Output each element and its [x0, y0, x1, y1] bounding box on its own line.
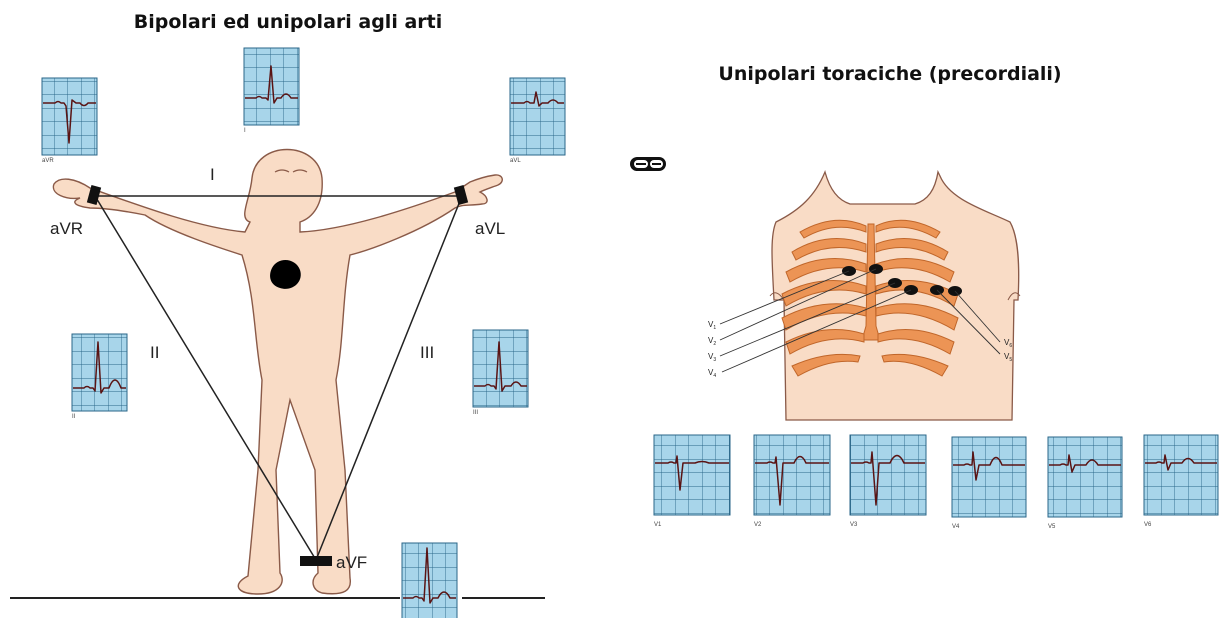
- label-lead-I: I: [210, 165, 215, 184]
- strip-caption-V3: V3: [850, 522, 858, 528]
- label-V2: V2: [708, 336, 716, 347]
- strip-caption-V2: V2: [754, 522, 762, 528]
- label-V1: V1: [708, 320, 716, 331]
- label-V4: V4: [708, 368, 716, 379]
- strip-caption-V4: V4: [952, 524, 960, 530]
- strip-caption-I: I: [244, 128, 246, 134]
- strip-caption-III: III: [473, 410, 478, 416]
- heart-marker: [270, 260, 301, 289]
- label-aVR: aVR: [50, 219, 83, 238]
- ecg-strip-aVR: aVR: [42, 78, 97, 164]
- strip-caption-II: II: [72, 414, 76, 420]
- strip-caption-aVL: aVL: [510, 158, 521, 164]
- strip-caption-V5: V5: [1048, 524, 1056, 530]
- label-aVL: aVL: [475, 219, 505, 238]
- strip-caption-aVR: aVR: [42, 158, 54, 164]
- label-V3: V3: [708, 352, 716, 363]
- ecg-strip-V3: V3: [850, 435, 926, 528]
- right-title: Unipolari toraciche (precordiali): [718, 63, 1061, 85]
- strip-caption-V1: V1: [654, 522, 662, 528]
- ecg-strip-III: III: [473, 330, 528, 416]
- strip-caption-V6: V6: [1144, 522, 1152, 528]
- ecg-strip-V6: V6: [1144, 435, 1218, 528]
- ecg-strip-I: I: [244, 48, 299, 134]
- ecg-strip-V2: V2: [754, 435, 830, 528]
- ecg-strip-V1: V1: [654, 435, 730, 528]
- left-title: Bipolari ed unipolari agli arti: [134, 11, 442, 33]
- label-aVF: aVF: [336, 553, 367, 572]
- ecg-strip-V5: V5: [1048, 437, 1122, 530]
- ecg-strip-aVF: [402, 543, 457, 618]
- ecg-strip-II: II: [72, 334, 127, 420]
- publisher-logo-icon: [630, 157, 666, 171]
- aVF-electrode: [300, 556, 332, 566]
- ecg-strip-V4: V4: [952, 437, 1026, 530]
- label-lead-II: II: [150, 343, 159, 362]
- label-lead-III: III: [420, 343, 434, 362]
- ecg-strip-aVL: aVL: [510, 78, 565, 164]
